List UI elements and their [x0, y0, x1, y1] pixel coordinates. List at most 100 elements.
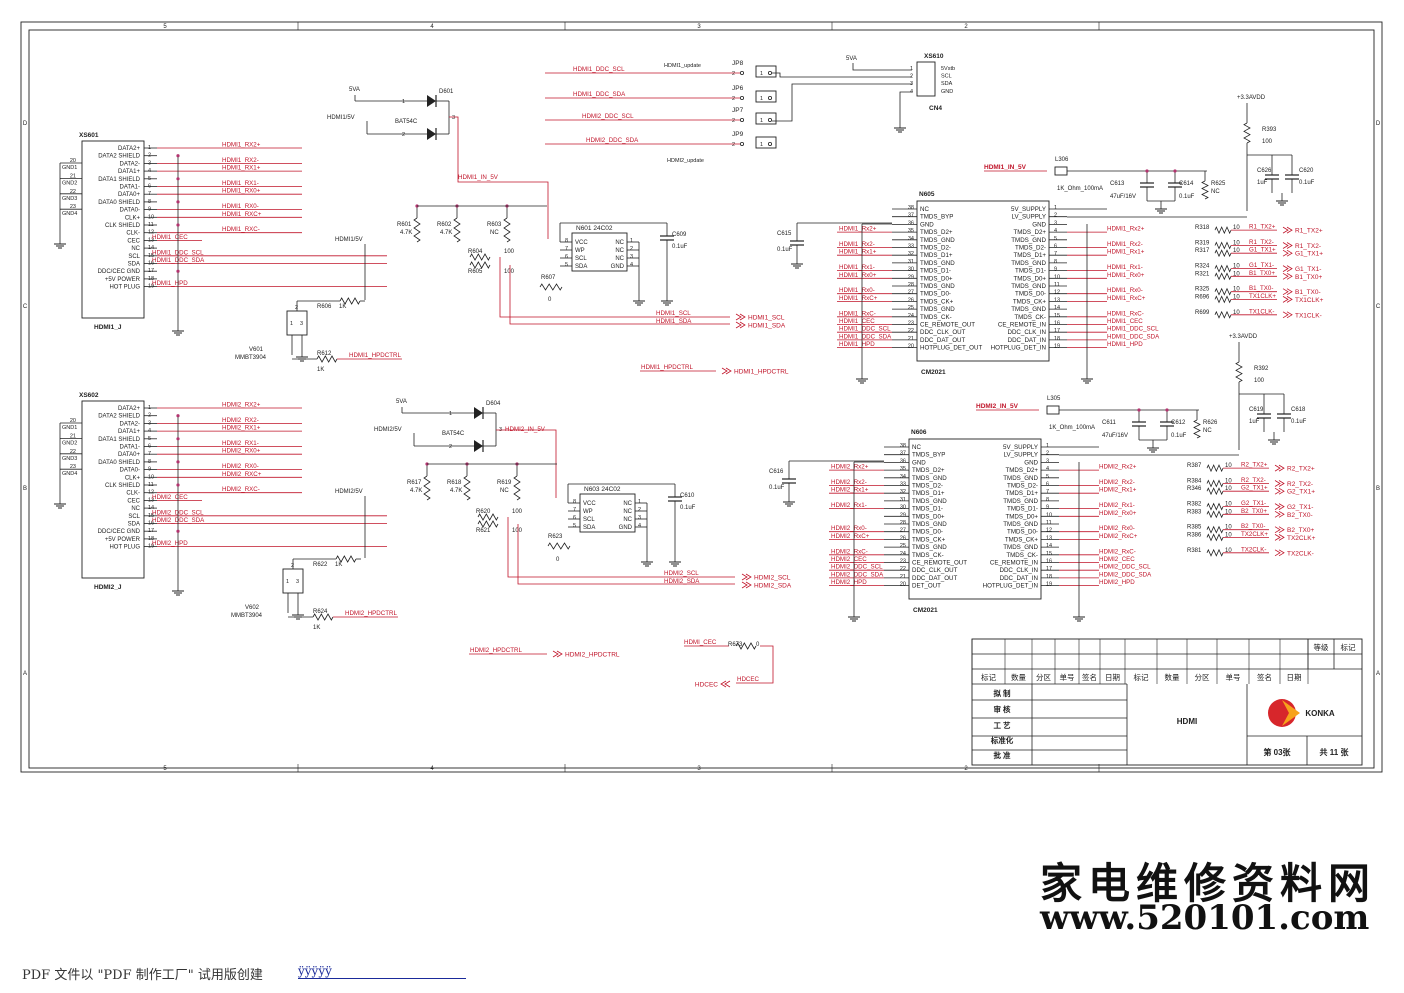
resistor-value: 10: [1225, 509, 1232, 515]
pin-number: 4: [638, 523, 641, 529]
pin-number: 28: [900, 520, 906, 526]
connector-pin-label: DATA1-: [120, 445, 140, 451]
connector-body-xs602: [81, 400, 145, 579]
resistor: [1214, 264, 1232, 273]
eeprom-pin: WP: [575, 248, 585, 254]
net-label: HDMI1_RxC-: [839, 310, 876, 317]
buffer-pin-left: TMDS_GND: [920, 306, 955, 313]
pin-number: 20: [900, 582, 906, 588]
resistor: [1206, 548, 1224, 557]
pin-number: 28: [908, 282, 914, 288]
row-marker: D: [23, 121, 28, 127]
net-wire: [499, 257, 730, 318]
buffer-pin-left: TMDS_GND: [912, 475, 947, 482]
port-hdmi2-scl: [741, 573, 748, 581]
diode-symbol: [474, 407, 483, 419]
resistor-ref: R624: [313, 609, 328, 615]
buffer-pin-left: TMDS_D2-: [920, 245, 951, 252]
resistor-ref: R612: [317, 351, 332, 357]
rail-label: 5VA: [846, 56, 857, 62]
resistor: [316, 355, 338, 363]
port-label: HDMI1_SCL: [748, 315, 785, 322]
port-hdmi2-sda: [741, 581, 748, 589]
port-diff-output: [1282, 311, 1289, 319]
eeprom-body: [571, 232, 628, 272]
pin-number: 25: [900, 543, 906, 549]
net-label: HDMI1_Rx0-: [839, 287, 875, 294]
buffer-pin-left: TMDS_D2-: [912, 483, 943, 490]
connector-pin-label: CEC: [127, 238, 140, 244]
level-label: 标记: [1341, 642, 1357, 652]
resistor-value: NC: [500, 488, 509, 494]
pin-number: 30: [908, 267, 914, 273]
port-diff-output: [1274, 487, 1281, 495]
port-diff-output: [1274, 510, 1281, 518]
buffer-pin-right: GND: [1024, 459, 1038, 466]
buffer-pin-right: TMDS_CK-: [1014, 314, 1046, 321]
buffer-pin-left: TMDS_GND: [920, 237, 955, 244]
pin-number: 1: [630, 238, 633, 244]
rail-label: HDMI1/5V: [335, 237, 363, 243]
net-label: HDMI2_HPD: [831, 579, 867, 586]
connector-gnd-label: GND3: [62, 456, 77, 462]
net-label: TX1CLK-: [1249, 308, 1274, 315]
net-label: HDMI1_HPD: [1107, 341, 1143, 348]
port-label: TX2CLK+: [1287, 535, 1316, 542]
net-label: TX2CLK-: [1241, 546, 1266, 553]
title-block: [971, 638, 1363, 766]
net-label: HDMI2_DDC_SCL: [831, 564, 883, 571]
buffer-pin-left: TMDS_D2+: [920, 229, 953, 236]
pin-number: 31: [908, 259, 914, 265]
pin-number: 6: [573, 515, 576, 521]
connector-pin-label: DATA1+: [118, 429, 140, 435]
resistor-ref: R601: [397, 222, 412, 228]
resistor-ref: R618: [447, 480, 462, 486]
buffer-pin-right: TMDS_GND: [1011, 237, 1046, 244]
pin-number: 1: [290, 321, 293, 327]
pin-number: 2: [295, 305, 298, 311]
junction-dot: [176, 437, 180, 441]
inductor: [1054, 166, 1068, 176]
row-marker: D: [1376, 121, 1381, 127]
net-label: B1_TX0+: [1249, 270, 1275, 277]
jumper-ref: JP7: [732, 107, 744, 114]
port-diff-output: [1286, 296, 1293, 303]
net-label: HDMI2_RxC-: [1099, 548, 1136, 555]
junction-dot: [176, 154, 180, 158]
net-label: HDMI2_RX1-: [222, 440, 259, 447]
net-label: HDCEC: [737, 676, 760, 683]
port-hdmi1-scl: [739, 313, 746, 321]
buffer-pin-right: HOTPLUG_DET_IN: [983, 583, 1038, 590]
junction-dot: [176, 223, 180, 227]
resistor-value: 0: [556, 557, 560, 563]
pin-number: 32: [908, 251, 914, 257]
port-label: R2_TX2-: [1287, 481, 1313, 488]
port-hdcec: [724, 680, 731, 688]
pin-number: 34: [900, 474, 906, 480]
port-label: B2_TX0+: [1287, 527, 1314, 534]
cap-value: 0.1uF: [1299, 180, 1315, 186]
resistor-value: 100: [1254, 378, 1265, 384]
resistor: [1214, 249, 1232, 258]
resistor-ref: R382: [1187, 502, 1202, 508]
net-label: HDMI1_RxC+: [839, 295, 878, 302]
connector-gnd-label: GND4: [62, 471, 77, 477]
buffer-ref: N606: [911, 429, 927, 436]
port-label: HDMI1_HPDCTRL: [734, 369, 789, 376]
pin-number: 4: [1046, 466, 1049, 472]
net-label: HDMI2_RXC-: [222, 486, 260, 493]
pin-number: 6: [1054, 244, 1057, 250]
pdf-mark[interactable]: ÿÿÿÿÿ: [298, 964, 332, 978]
rail-label: 5VA: [396, 399, 407, 405]
connector-pin-label: +5V POWER: [105, 277, 141, 283]
pin-number: 35: [900, 466, 906, 472]
junction-dot: [1145, 169, 1149, 173]
cap-value: 0.1uF: [1291, 419, 1307, 425]
resistor-ref: R321: [1195, 271, 1210, 277]
buffer-pin-right: TMDS_GND: [1003, 521, 1038, 528]
pin-number: 3: [1054, 220, 1057, 226]
net-label: HDMI1_Rx1-: [1107, 264, 1143, 271]
pin-number: 17: [1054, 328, 1060, 334]
cap-ref: C609: [672, 232, 687, 238]
port-label: HDMI1_SDA: [748, 323, 786, 330]
